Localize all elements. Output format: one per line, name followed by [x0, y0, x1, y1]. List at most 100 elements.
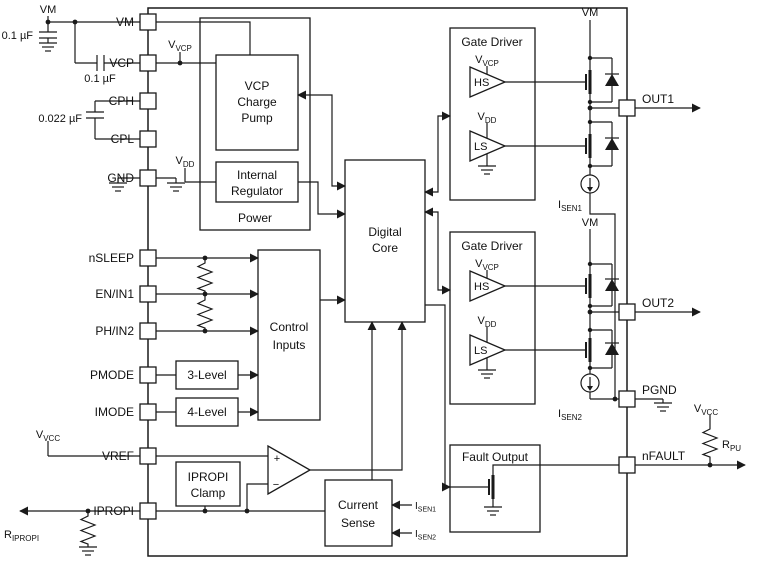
- pin-label-nfault: nFAULT: [642, 449, 686, 463]
- pin-ipropi: [139, 502, 157, 520]
- body-diode-ls-1: [604, 137, 620, 151]
- pin-vref: [139, 447, 157, 465]
- ripropi-label: RIPROPI: [4, 529, 39, 543]
- pin-imode: [139, 403, 157, 421]
- ipropi-clamp-label: IPROPI: [188, 470, 229, 484]
- comparator-plus: +: [274, 453, 280, 465]
- block-power: Power VCP Charge Pump Internal Regulator: [199, 17, 311, 231]
- hs-driver-amp-2: [469, 270, 507, 302]
- ls-driver-amp-2: [469, 334, 507, 366]
- vm-rail-label-1: VM: [582, 7, 599, 19]
- pin-cph: [139, 92, 157, 110]
- svg-text:Inputs: Inputs: [273, 338, 306, 352]
- pin-label-gnd: GND: [107, 171, 134, 185]
- pin-label-out2: OUT2: [642, 296, 674, 310]
- gate-driver-2-title: Gate Driver: [461, 239, 522, 253]
- svg-text:Pump: Pump: [241, 111, 273, 125]
- pin-en-in1: [139, 285, 157, 303]
- ls-mosfet-1: [584, 132, 592, 160]
- wire-core-gatedriver1: [424, 111, 451, 197]
- current-sense-label: Current: [338, 498, 379, 512]
- vvcc-left-label: VVCC: [36, 429, 60, 443]
- pin-label-vm: VM: [116, 15, 134, 29]
- block-gate-driver-2: Gate Driver VVCP HS VDD LS: [449, 231, 536, 405]
- wire-core-faultoutput: [425, 304, 451, 492]
- ripropi-resistor: [79, 511, 97, 547]
- hs-mosfet-2: [584, 272, 592, 300]
- pin-label-imode: IMODE: [95, 405, 134, 419]
- pulldown-resistor-1: [196, 258, 214, 294]
- vvcp-tap-label: VVCP: [168, 39, 192, 53]
- junction-dots: [45, 19, 713, 514]
- isen2-label: ISEN2: [558, 408, 583, 422]
- pin-vcp: [139, 54, 157, 72]
- power-label: Power: [238, 211, 272, 225]
- pin-label-nsleep: nSLEEP: [89, 251, 134, 265]
- wire-vm-to-charge-pump: [156, 21, 251, 55]
- hs-label-2: HS: [474, 281, 489, 293]
- pin-label-cph: CPH: [109, 94, 134, 108]
- external-right: VVCC RPU: [635, 103, 746, 470]
- block-gate-driver-1: Gate Driver VVCP HS VDD LS: [449, 27, 536, 201]
- current-sense-element-isen2: [580, 373, 600, 393]
- hs-mosfet-1: [584, 68, 592, 96]
- block-fault-output: Fault Output: [449, 444, 619, 533]
- fault-output-title: Fault Output: [462, 450, 529, 464]
- wire-chargepump-core: [297, 90, 346, 191]
- body-diode-hs-2: [604, 278, 620, 292]
- vvcp-label-gd1: VVCP: [475, 54, 499, 68]
- body-diode-ls-2: [604, 342, 620, 356]
- three-level-label: 3-Level: [187, 368, 226, 382]
- vm-rail-label-2: VM: [582, 217, 599, 229]
- pin-vm: [139, 13, 157, 31]
- vdd-label-gd2: VDD: [478, 315, 497, 329]
- external-left: VM 0.1 µF 0.1 µF 0.022 µF VVCC RIPROPI: [2, 4, 186, 556]
- svg-text:Sense: Sense: [341, 516, 375, 530]
- gate-driver-1-title: Gate Driver: [461, 35, 522, 49]
- ls-driver-amp-1: [469, 130, 507, 162]
- pin-label-pmode: PMODE: [90, 368, 134, 382]
- ground-symbol: [38, 42, 58, 52]
- pin-label-pgnd: PGND: [642, 383, 677, 397]
- wire-isen1-to-pgnd: [589, 193, 616, 399]
- hs-driver-amp-1: [469, 66, 507, 98]
- pin-nsleep: [139, 249, 157, 267]
- ground-symbol: [78, 546, 98, 556]
- block-digital-core: Digital Core: [344, 159, 426, 323]
- vm-supply-label: VM: [40, 4, 57, 16]
- pin-nfault: [618, 456, 636, 474]
- pin-gnd: [139, 169, 157, 187]
- four-level-label: 4-Level: [187, 405, 226, 419]
- hs-label-1: HS: [474, 77, 489, 89]
- pin-pgnd: [618, 390, 636, 408]
- regulator-label: Internal: [237, 168, 277, 182]
- ls-label-1: LS: [474, 141, 487, 153]
- pulldown-resistor-2: [196, 294, 214, 331]
- rpu-resistor: [701, 424, 719, 465]
- pin-label-out1: OUT1: [642, 92, 674, 106]
- wire-regulator-core: [298, 181, 346, 219]
- rpu-label: RPU: [722, 439, 741, 453]
- current-comparator: [267, 444, 312, 496]
- block-current-sense: Current Sense: [324, 479, 393, 547]
- block-ipropi-clamp: IPROPI Clamp: [175, 461, 241, 507]
- wire-comparator-core: [310, 321, 407, 471]
- ls-label-2: LS: [474, 345, 487, 357]
- isen1-label: ISEN1: [558, 199, 583, 213]
- vm-cap-value: 0.1 µF: [2, 30, 34, 42]
- svg-text:Core: Core: [372, 241, 398, 255]
- pins-right: OUT1 OUT2 PGND nFAULT: [618, 92, 686, 474]
- internal-wires: VVCP VDD + − ISEN1 ISEN2: [48, 21, 451, 542]
- ground-symbol: [166, 182, 186, 192]
- ground-symbol: [653, 402, 673, 412]
- pin-label-en-in1: EN/IN1: [95, 287, 134, 301]
- current-sense-element-isen1: [580, 174, 600, 194]
- vdd-label-gd1: VDD: [478, 111, 497, 125]
- svg-text:Charge: Charge: [237, 95, 277, 109]
- pins-left: VM VCP CPH CPL GND nSLEEP EN/IN1 PH/IN2 …: [89, 13, 157, 520]
- pin-label-vref: VREF: [102, 449, 134, 463]
- ls-mosfet-2: [584, 336, 592, 364]
- block-four-level: 4-Level: [175, 397, 239, 427]
- pin-cpl: [139, 130, 157, 148]
